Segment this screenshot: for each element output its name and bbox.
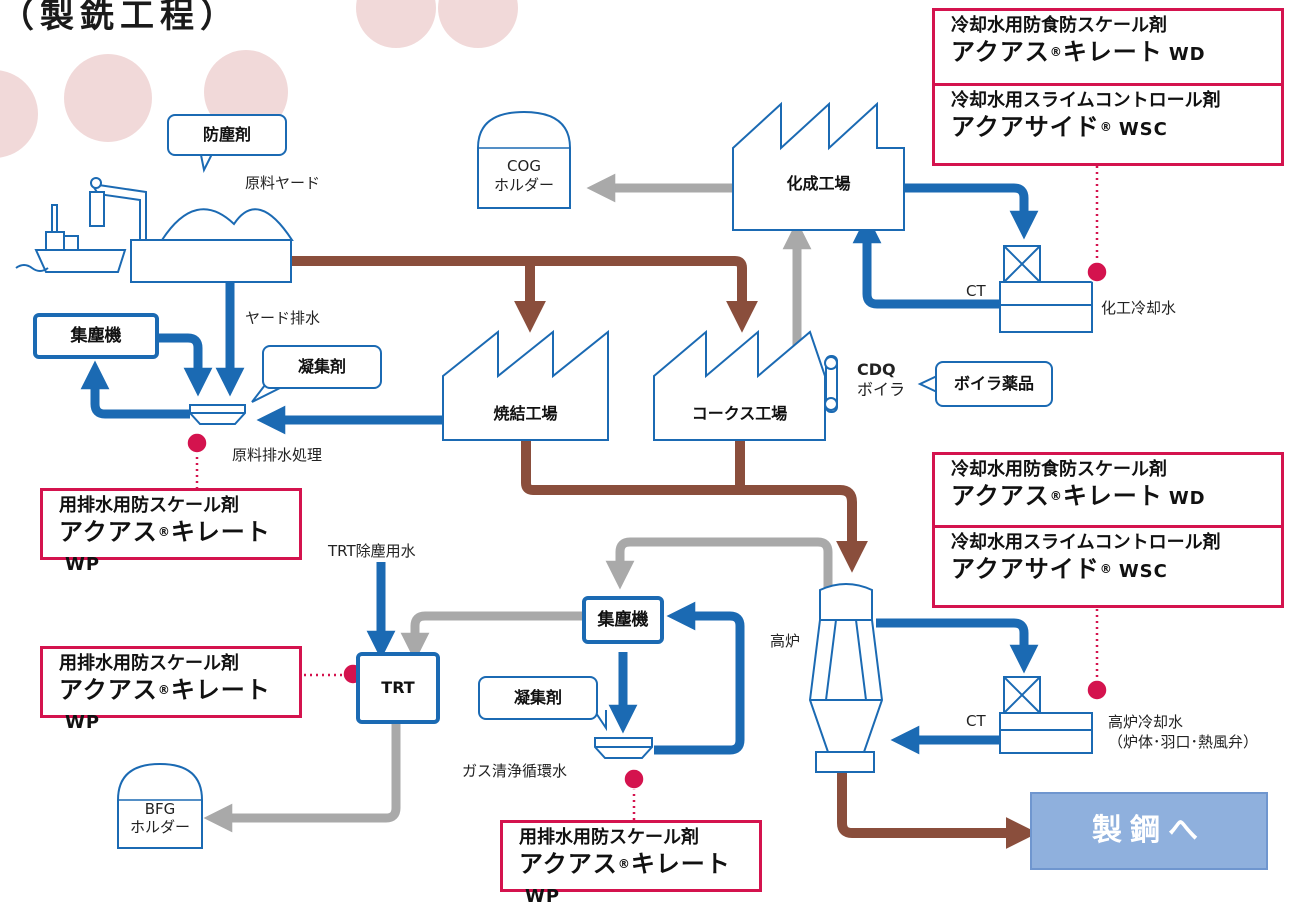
brand-name: アクアス: [519, 850, 618, 878]
cdq-boiler-icon: [824, 355, 838, 413]
ct-label-2: CT: [966, 712, 986, 730]
brand-suffix: キレート: [170, 676, 271, 704]
chem-plant-building: [732, 101, 905, 231]
drain-product-box-2: 用排水用防スケール剤 アクアス®キレートWP: [40, 646, 302, 733]
trt-box: TRT: [356, 652, 440, 724]
product-desc: 冷却水用防食防スケール剤: [951, 459, 1167, 480]
cog-holder-tank: [477, 110, 571, 209]
brand-suffix: キレート: [1062, 482, 1163, 510]
coagulant-bubble-2: 凝集剤: [478, 676, 598, 720]
brand-name: アクアス: [59, 518, 158, 546]
material-flow-lines: [290, 256, 1038, 850]
ct-label-1: CT: [966, 282, 986, 300]
dust-suppressant-bubble: 防塵剤: [167, 114, 287, 156]
to-steelmaking-box: 製鋼へ: [1030, 792, 1268, 870]
coke-plant-label: コークス工場: [691, 404, 788, 423]
page-title: （製銑工程）: [0, 0, 240, 36]
brand-name: アクアス: [951, 38, 1050, 66]
coke-plant-building: [653, 329, 826, 441]
cooling-tower-1: [999, 245, 1093, 333]
raw-yard-label: 原料ヤード: [245, 174, 321, 192]
brand-suffix: キレート: [170, 518, 271, 546]
coagulant-bubble-1: 凝集剤: [262, 345, 382, 389]
chem-plant-label: 化成工場: [786, 174, 851, 193]
chem-cooling-water-label: 化工冷却水: [1101, 299, 1177, 317]
raw-material-yard-icon: [130, 208, 294, 283]
product-desc: 用排水用防スケール剤: [519, 827, 699, 848]
process-diagram: [0, 0, 1108, 850]
cooling-tower-2: [999, 676, 1093, 754]
bfg-holder-tank: [117, 762, 203, 849]
product-desc: 冷却水用スライムコントロール剤: [951, 532, 1221, 553]
gas-clean-settler: [594, 737, 653, 759]
gas-clean-water-label: ガス清浄循環水: [462, 762, 568, 780]
product-desc: 冷却水用スライムコントロール剤: [951, 90, 1221, 111]
raw-drain-treatment-label: 原料排水処理: [232, 446, 323, 464]
brand-name: アクアサイド: [951, 113, 1100, 141]
brand-suffix: キレート: [1062, 38, 1163, 66]
product-code: WSC: [1118, 561, 1168, 582]
boiler-chemical-bubble: ボイラ薬品: [935, 361, 1053, 407]
trt-water-label: TRT除塵用水: [328, 542, 416, 560]
product-code: WD: [1168, 488, 1206, 509]
drain-product-box-3: 用排水用防スケール剤 アクアス®キレートWP: [500, 820, 762, 907]
yard-drain-label: ヤード排水: [245, 309, 321, 327]
dust-collector-box-1: 集塵機: [33, 313, 159, 359]
drain-product-box-1: 用排水用防スケール剤 アクアス®キレートWP: [40, 488, 302, 575]
brand-name: アクアサイド: [951, 555, 1100, 583]
product-code: WD: [1168, 44, 1206, 65]
product-desc: 用排水用防スケール剤: [59, 653, 239, 674]
product-code: WP: [65, 554, 101, 575]
brand-name: アクアス: [59, 676, 158, 704]
sinter-plant-label: 焼結工場: [493, 404, 558, 423]
raw-drain-settler: [189, 404, 246, 425]
water-flow-lines: [80, 183, 1039, 755]
dust-collector-box-2: 集塵機: [582, 596, 664, 644]
product-code: WP: [65, 712, 101, 733]
gas-flow-lines: [203, 173, 833, 833]
bubble-tails: [198, 149, 938, 732]
bfg-holder-label: BFG ホルダー: [129, 800, 190, 836]
product-desc: 用排水用防スケール剤: [59, 495, 239, 516]
blast-furnace-label: 高炉: [770, 632, 801, 650]
blast-furnace-icon: [808, 583, 884, 773]
crane-icon: [89, 177, 147, 243]
brand-suffix: キレート: [630, 850, 731, 878]
bf-cooling-water-label: 高炉冷却水 （炉体･羽口･熱風弁）: [1108, 713, 1259, 751]
cdq-boiler-label: CDQ ボイラ: [857, 360, 906, 399]
product-desc: 冷却水用防食防スケール剤: [951, 15, 1167, 36]
cog-holder-label: COG ホルダー: [493, 157, 554, 194]
product-code: WSC: [1118, 119, 1168, 140]
decorative-circles: [0, 0, 518, 158]
ship-icon: [15, 204, 127, 273]
brand-name: アクアス: [951, 482, 1050, 510]
product-code: WP: [525, 886, 561, 907]
sinter-plant-building: [442, 329, 609, 441]
